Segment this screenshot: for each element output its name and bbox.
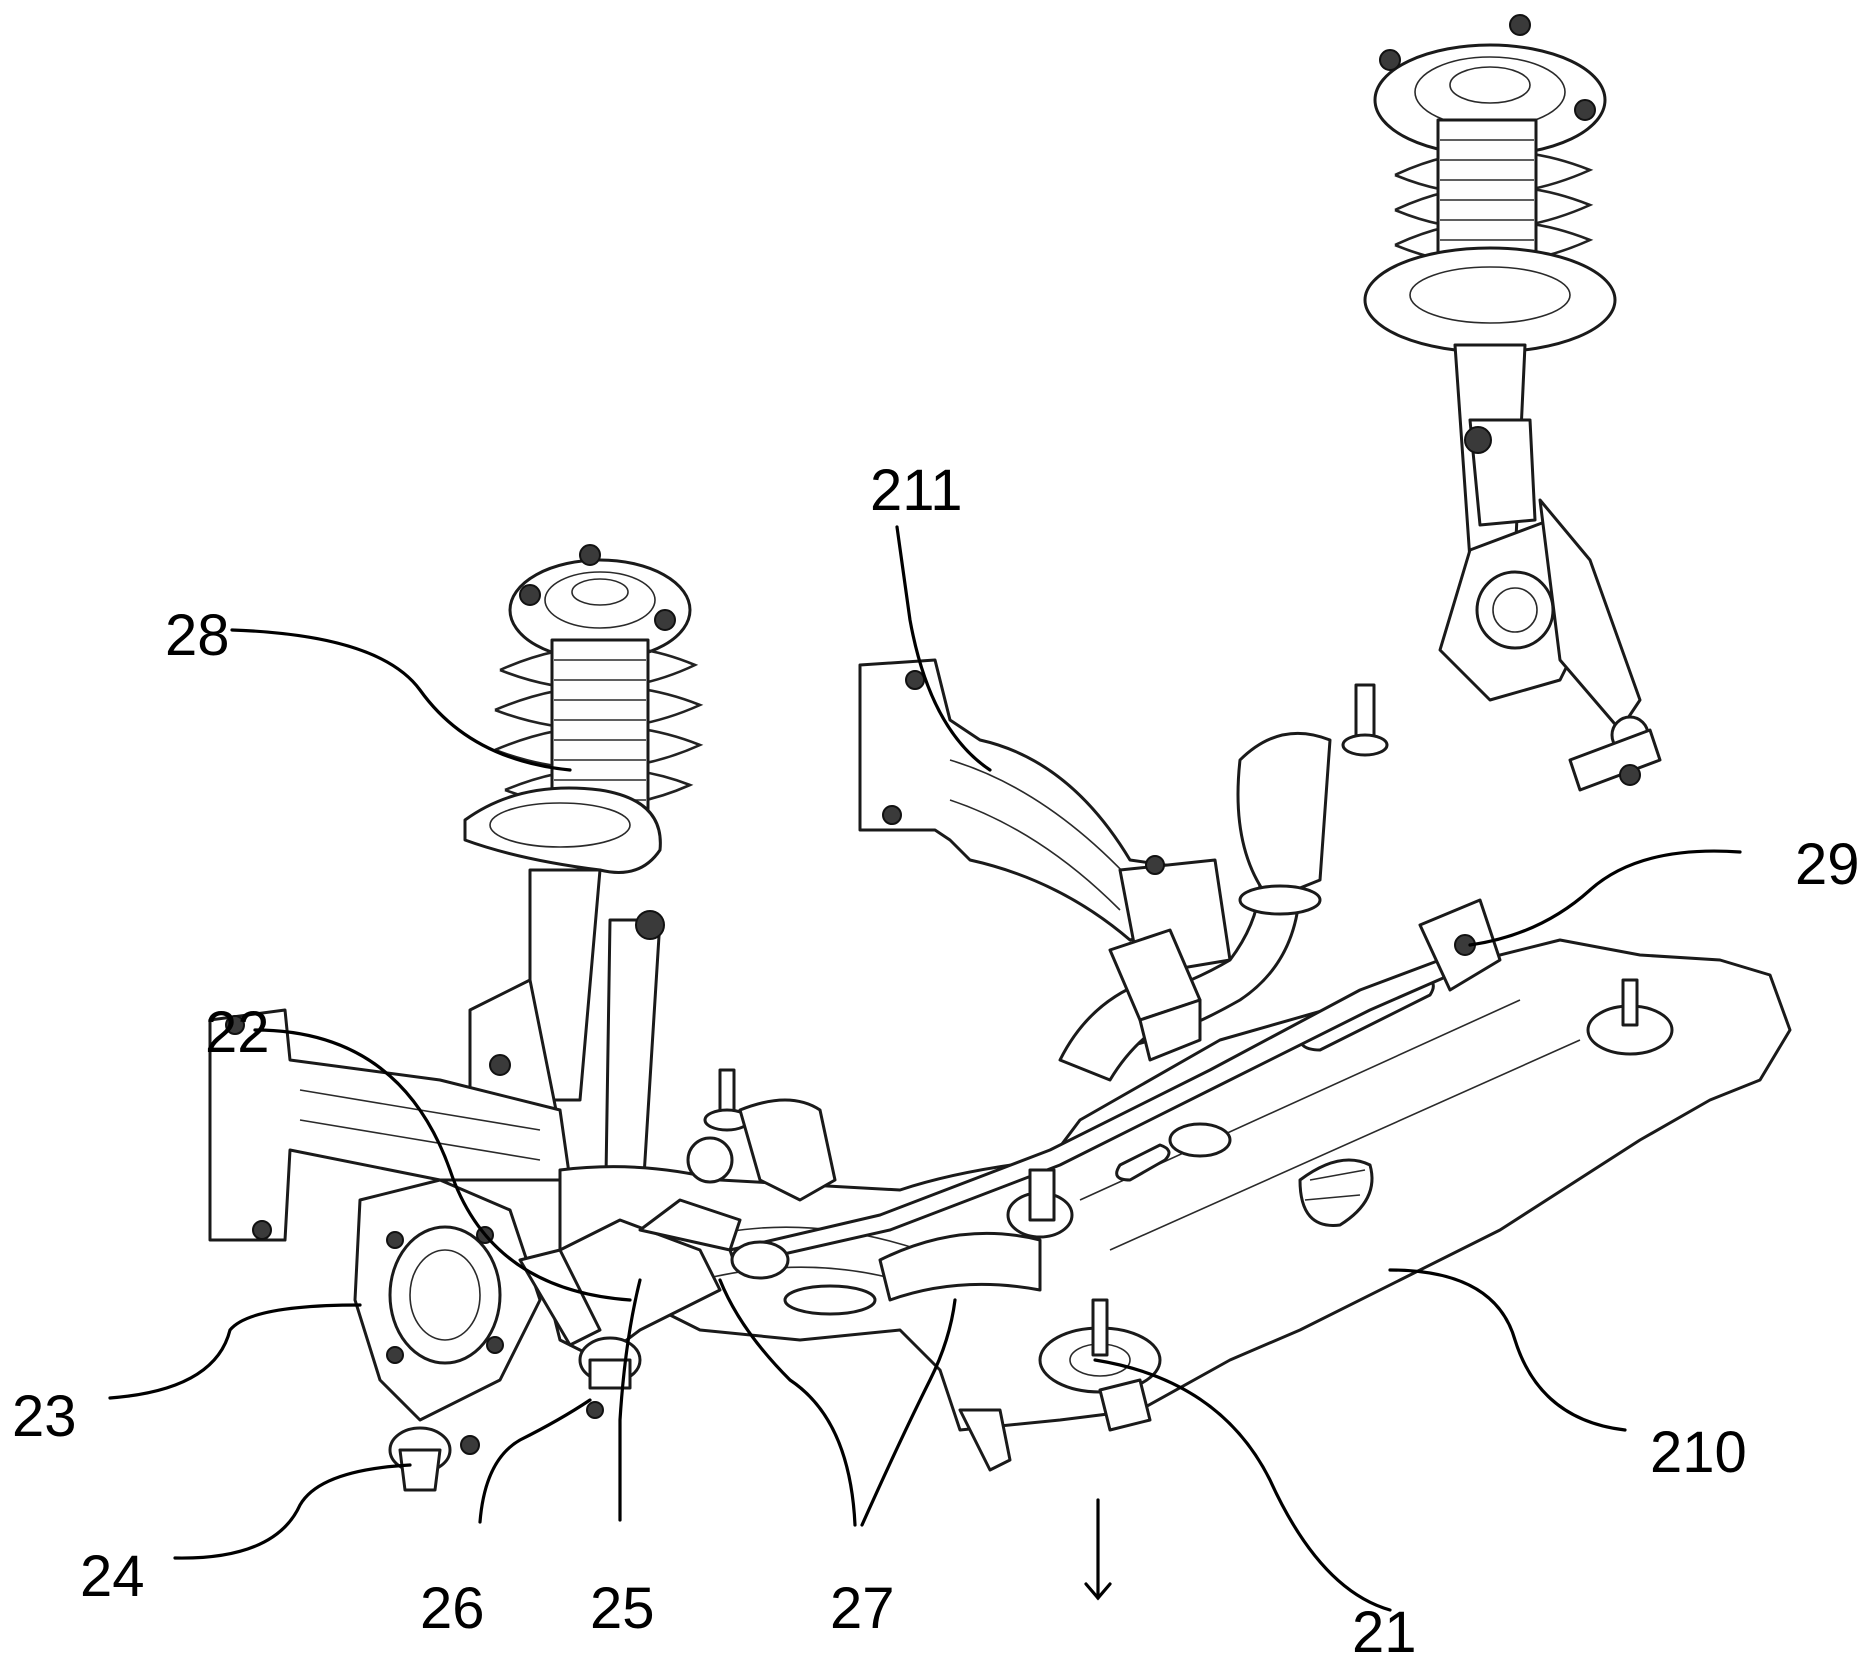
studs [688,1070,835,1200]
leader-23 [110,1305,360,1398]
right-strut-assembly [1365,15,1660,790]
leader-29 [1470,851,1740,945]
label-211: 211 [870,458,962,523]
label-28: 28 [165,603,230,668]
label-27: 27 [830,1576,895,1641]
label-26: 26 [420,1576,485,1641]
label-24: 24 [80,1544,145,1609]
right-longitudinal-arm [860,660,1230,975]
label-29: 29 [1795,832,1860,897]
leader-210 [1390,1270,1625,1430]
down-arrow [1086,1500,1110,1598]
label-23: 23 [12,1384,77,1449]
label-25: 25 [590,1576,655,1641]
label-21: 21 [1352,1600,1417,1658]
leader-26 [480,1400,590,1522]
leader-24 [175,1465,410,1558]
subframe-body [560,685,1790,1470]
label-210: 210 [1650,1420,1747,1485]
label-22: 22 [205,1000,270,1065]
